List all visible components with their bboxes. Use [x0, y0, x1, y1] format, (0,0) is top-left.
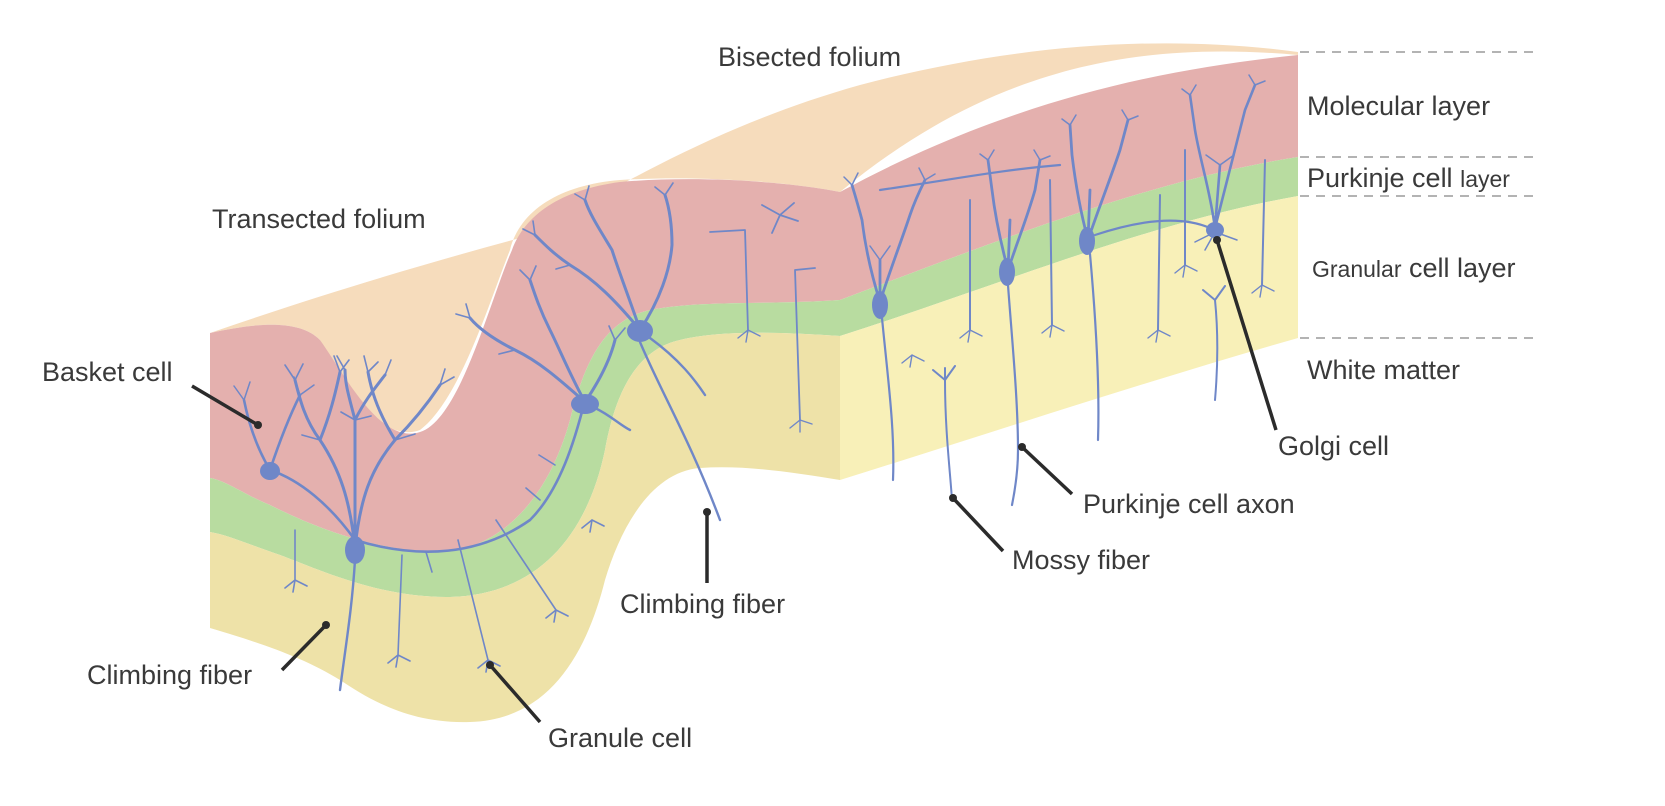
basket-cell: [233, 376, 587, 553]
label-molecular-layer: Molecular layer: [1307, 91, 1490, 121]
label-golgi-cell: Golgi cell: [1278, 431, 1389, 461]
purkinje-cell-b2: [979, 149, 1051, 507]
purkinje-cell-2: [455, 265, 632, 432]
layer-guide-lines: [1300, 51, 1540, 339]
label-purkinje-cell-axon: Purkinje cell axon: [1083, 489, 1295, 519]
folium-block: [210, 43, 1298, 723]
labels: Bisected folium Transected folium Molecu…: [42, 42, 1516, 753]
transected-neurons: [233, 182, 816, 692]
label-granular-cell-layer-part2: cell layer: [1409, 253, 1516, 283]
label-bisected-folium: Bisected folium: [718, 42, 901, 72]
label-granular-cell-layer-part1: Granular: [1312, 256, 1402, 282]
label-white-matter: White matter: [1307, 355, 1460, 385]
label-climbing-fiber-center: Climbing fiber: [620, 589, 785, 619]
purkinje-layer-transected: [210, 300, 840, 598]
purkinje-layer-bisected: [840, 157, 1298, 336]
purkinje-cell-1: [284, 355, 455, 692]
label-transected-folium: Transected folium: [212, 204, 426, 234]
label-purkinje-cell-layer-part1: Purkinje cell: [1307, 163, 1453, 193]
label-purkinje-cell-layer: Purkinje cell layer: [1307, 163, 1510, 193]
molecular-layer-bisected: [840, 55, 1298, 300]
purkinje-cell-b3: [1061, 109, 1212, 442]
purkinje-cell-3: [522, 182, 722, 522]
small-molecular-cells: [709, 202, 816, 433]
leader-lines: [191, 236, 1278, 724]
label-granule-cell: Granule cell: [548, 723, 692, 753]
bisected-neurons: [843, 74, 1275, 507]
granule-cells-transected: [284, 454, 605, 673]
fibers-bisected: [901, 149, 1275, 501]
label-climbing-fiber-left: Climbing fiber: [87, 660, 252, 690]
label-mossy-fiber: Mossy fiber: [1012, 545, 1150, 575]
label-purkinje-cell-layer-part2: layer: [1460, 166, 1510, 192]
label-granular-cell-layer: Granular cell layer: [1312, 253, 1516, 283]
golgi-cell: [1181, 74, 1266, 251]
label-basket-cell: Basket cell: [42, 357, 173, 387]
molecular-layer-transected: [210, 179, 840, 553]
